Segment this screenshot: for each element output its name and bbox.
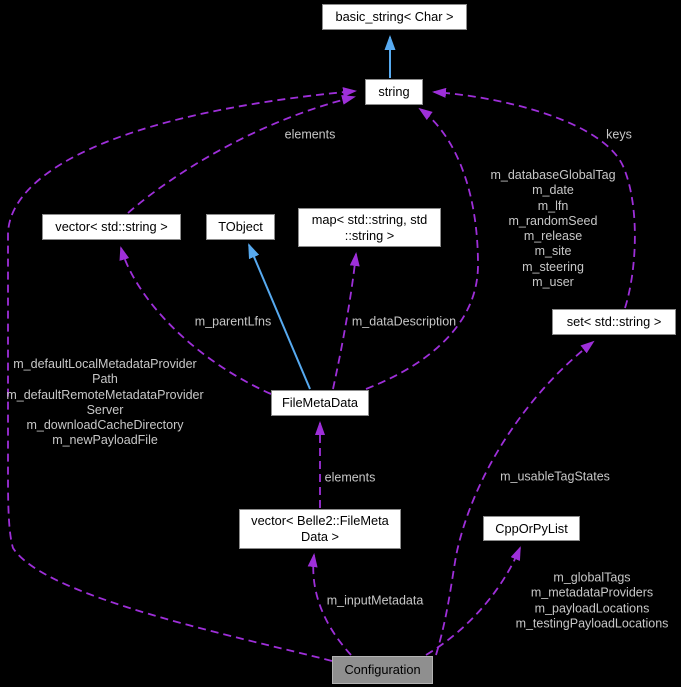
edge-label-line: m_downloadCacheDirectory: [26, 418, 184, 433]
edge-vectorstring-to-string-elements: [127, 94, 356, 214]
edge-label-line: m_databaseGlobalTag: [490, 167, 616, 182]
edge-label-datadescription: m_dataDescription: [351, 314, 457, 329]
node-configuration[interactable]: Configuration: [332, 656, 433, 684]
edge-filemetadata-to-vectorstring: [119, 246, 272, 395]
edge-label-elements-bottom: elements: [324, 470, 376, 485]
edge-label-line: m_release: [523, 229, 583, 243]
node-filemetadata[interactable]: FileMetaData: [271, 390, 369, 416]
node-tobject[interactable]: TObject: [206, 214, 275, 240]
edge-label-usabletagstates: m_usableTagStates: [500, 469, 610, 484]
edge-label-configuration-string-members: m_defaultLocalMetadataProvider Path m_de…: [6, 357, 203, 449]
edge-label-line: m_globalTags: [553, 570, 631, 585]
edge-label-line: m_lfn: [537, 198, 569, 213]
edge-configuration-to-setstring: [435, 340, 595, 656]
edge-filemetadata-to-map: [332, 252, 360, 390]
node-set-std-string[interactable]: set< std::string >: [552, 309, 676, 335]
node-map-string-string[interactable]: map< std::string, std ::string >: [298, 208, 441, 247]
edge-label-line: Path: [92, 372, 118, 387]
edge-label-line: m_testingPayloadLocations: [515, 616, 669, 631]
node-vector-belle2-filemetadata[interactable]: vector< Belle2::FileMeta Data >: [239, 509, 401, 549]
edge-label-line: m_newPayloadFile: [52, 433, 158, 448]
edge-label-line: m_randomSeed: [508, 213, 598, 228]
edge-label-line: Server: [86, 403, 124, 417]
edge-setstring-to-string-keys: [432, 87, 636, 309]
node-basic-string[interactable]: basic_string< Char >: [322, 4, 467, 30]
edge-label-inputmetadata: m_inputMetadata: [326, 593, 424, 608]
node-vector-std-string[interactable]: vector< std::string >: [42, 214, 181, 240]
edge-label-parentlfns: m_parentLfns: [194, 314, 272, 329]
node-cpporpylist[interactable]: CppOrPyList: [483, 516, 580, 541]
edge-label-filemetadata-members: m_databaseGlobalTag m_date m_lfn m_rando…: [490, 168, 615, 290]
edge-filemetadata-to-tobject: [248, 243, 311, 390]
edge-label-line: m_defaultLocalMetadataProvider: [13, 357, 197, 372]
edge-label-line: m_payloadLocations: [534, 601, 650, 615]
edge-label-elements-top: elements: [284, 127, 336, 142]
edge-configuration-to-vectorbelle2: [307, 553, 352, 656]
edge-label-keys: keys: [606, 127, 632, 142]
edge-label-line: m_defaultRemoteMetadataProvider: [6, 387, 204, 402]
edge-label-line: m_user: [532, 274, 574, 289]
edge-label-line: m_date: [532, 183, 574, 198]
edge-label-line: m_steering: [522, 259, 584, 274]
edge-label-line: m_site: [534, 244, 572, 259]
edge-label-configuration-cpporpylist-members: m_globalTags m_metadataProviders m_paylo…: [516, 570, 669, 631]
edge-configuration-to-string: [7, 87, 357, 662]
edge-filemetadata-to-string: [365, 107, 479, 390]
edge-label-line: m_metadataProviders: [530, 585, 654, 600]
node-string[interactable]: string: [365, 79, 423, 105]
